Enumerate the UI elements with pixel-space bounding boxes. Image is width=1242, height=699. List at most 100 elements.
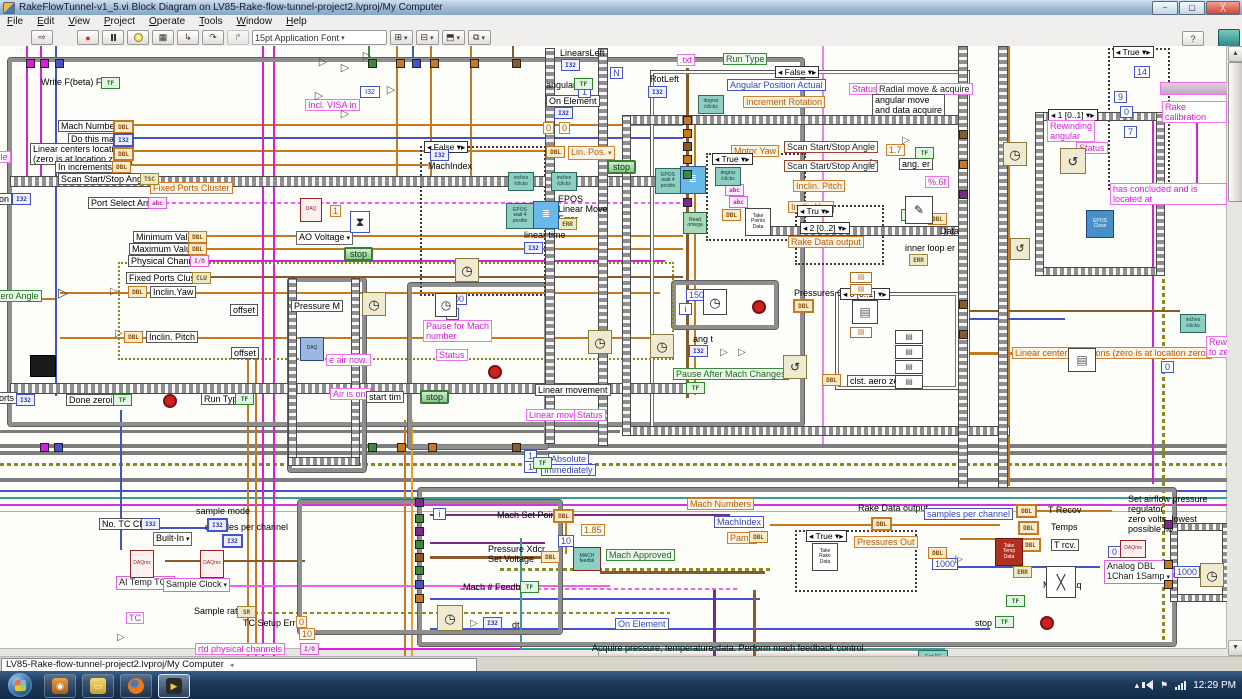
terminal-dbl[interactable]: DBL xyxy=(722,209,741,221)
daqmx-node[interactable]: DAQ xyxy=(300,198,322,222)
menu-file[interactable]: File xyxy=(7,16,24,27)
terminal-dbl[interactable]: DBL xyxy=(928,547,947,559)
label-gbtn[interactable]: stop xyxy=(344,247,374,261)
scroll-down-button[interactable]: ▼ xyxy=(1228,640,1242,656)
daqmx-node[interactable]: DAQmx xyxy=(130,550,154,578)
bundle-node[interactable]: ▤ xyxy=(895,345,923,359)
start-button[interactable] xyxy=(8,673,32,697)
label-bc[interactable]: i xyxy=(433,508,446,520)
label-pk[interactable]: TC xyxy=(126,612,144,624)
loop-border[interactable] xyxy=(351,278,360,466)
terminal-dbl[interactable]: DBL xyxy=(793,299,814,313)
operator-node[interactable]: ▷ xyxy=(386,84,396,96)
daq-assistant-node[interactable]: DAQ xyxy=(300,337,324,361)
loop-border[interactable] xyxy=(288,457,360,466)
taskbar-app-firefox[interactable] xyxy=(120,674,152,698)
terminal-dbl[interactable]: DBL xyxy=(188,243,207,255)
label-oc[interactable]: 1 xyxy=(330,205,342,217)
label-pl[interactable]: Inclin.Yaw xyxy=(150,286,197,298)
terminal-dbl[interactable]: DBL xyxy=(188,231,207,243)
terminal-i32[interactable]: I32 xyxy=(113,133,134,147)
label-fr[interactable]: TC Setup Error xyxy=(243,618,304,628)
loop-border[interactable] xyxy=(998,46,1008,488)
distribute-objects-button[interactable]: ⊟ xyxy=(416,30,439,45)
terminal-tf[interactable]: TF xyxy=(101,77,120,89)
operator-node[interactable]: ▷ xyxy=(115,329,123,339)
label-ddp[interactable]: Analog DBL 1Chan 1Samp xyxy=(1104,560,1174,584)
rewind-node[interactable]: ↺ xyxy=(1010,238,1030,260)
action-center-flag-icon[interactable]: ⚑ xyxy=(1160,679,1169,690)
terminal-tf[interactable]: TF xyxy=(915,147,934,159)
label-case[interactable]: ◂ True ▾▸ xyxy=(712,153,753,165)
loop-border[interactable] xyxy=(598,48,608,446)
maximize-button[interactable]: ▢ xyxy=(1179,1,1205,15)
format-string-node[interactable]: ✎ xyxy=(905,196,933,224)
label-pk[interactable]: Rake calibration xyxy=(1162,101,1227,123)
terminal-dbl[interactable]: DBL xyxy=(822,374,841,386)
label-pl[interactable]: Done zeroing xyxy=(66,394,126,406)
step-into-button[interactable]: ↳ xyxy=(177,30,199,45)
terminal-i/o[interactable]: I/O xyxy=(190,255,209,267)
step-out-button[interactable]: ↱ xyxy=(227,30,249,45)
label-fr[interactable]: Rake Data output xyxy=(858,503,929,513)
close-button[interactable]: ╳ xyxy=(1206,1,1240,15)
network-icon[interactable] xyxy=(1175,680,1187,690)
label-case[interactable]: ◂ 2 [0..2] ▾▸ xyxy=(800,222,850,234)
operator-node[interactable]: ▷ xyxy=(340,62,350,74)
take-points-data-node[interactable]: Take Points Data xyxy=(745,208,771,236)
terminal-i32[interactable]: I32 xyxy=(689,345,708,357)
label-fr[interactable]: Pressure Xdcr. Set Voltage xyxy=(488,544,548,564)
label-fr[interactable]: Acquire pressure, temperature data. Perf… xyxy=(592,643,867,653)
terminal-dbl[interactable]: DBL xyxy=(124,331,143,343)
menu-edit[interactable]: Edit xyxy=(37,16,55,27)
vertical-scrollbar[interactable]: ▲ ▼ xyxy=(1226,46,1242,656)
terminal-err[interactable]: ERR xyxy=(909,254,928,266)
watch-node[interactable]: ◷ xyxy=(1200,563,1224,587)
terminal-i32[interactable]: I32 xyxy=(554,107,573,119)
taskbar-clock[interactable]: 12:29 PM xyxy=(1193,679,1236,691)
terminal-i32[interactable]: I32 xyxy=(430,149,449,161)
label-fr[interactable]: angular xyxy=(546,80,577,90)
terminal-tf[interactable]: TF xyxy=(520,581,539,593)
label-pl[interactable]: On Element xyxy=(546,95,600,107)
label-pk[interactable]: Status xyxy=(574,409,606,421)
loop-border[interactable] xyxy=(1035,267,1165,276)
label-case[interactable]: ◂ False ▾▸ xyxy=(775,66,820,78)
structure-olive[interactable] xyxy=(118,262,674,360)
terminal-dbl[interactable]: DBL xyxy=(871,517,892,531)
label-bc[interactable]: 7 xyxy=(1124,126,1137,138)
structure-dot[interactable] xyxy=(795,530,917,592)
terminal-abc[interactable]: abc xyxy=(729,196,748,208)
operator-node[interactable]: ▷ xyxy=(470,619,478,629)
label-fr[interactable]: Sample rate xyxy=(194,606,243,616)
scroll-up-button[interactable]: ▲ xyxy=(1228,46,1242,62)
operator-node[interactable]: ▷ xyxy=(902,136,910,146)
loop-border[interactable] xyxy=(765,226,967,236)
unbundle-node[interactable]: ▤ xyxy=(850,284,872,295)
epos-wait-node[interactable]: EPOS wait 4 positio xyxy=(506,203,534,229)
loop-border[interactable] xyxy=(622,426,1010,436)
label-bc[interactable]: 0 xyxy=(1120,106,1133,118)
label-fr[interactable]: Mach # Feedback xyxy=(463,582,535,592)
zero-icon-node[interactable] xyxy=(30,355,56,377)
terminal-dbl[interactable]: DBL xyxy=(128,286,147,298)
hourglass-node[interactable]: ⧗ xyxy=(350,211,370,233)
operator-node[interactable]: ▷ xyxy=(117,633,125,643)
label-gbox[interactable]: Pause After Mach Changes xyxy=(673,368,789,380)
inches-clicks-node[interactable]: inches /clicks xyxy=(508,172,534,191)
label-pk[interactable]: has concluded and is located at xyxy=(1110,183,1227,205)
terminal-dbl[interactable]: DBL xyxy=(113,147,134,161)
label-pk[interactable]: %.6f xyxy=(925,176,950,188)
wait-clock-node[interactable]: ◷ xyxy=(588,330,612,354)
label-bc[interactable]: N xyxy=(610,67,623,79)
inches-clicks-node[interactable]: inches /clicks xyxy=(1180,314,1206,333)
label-ob[interactable]: Pressures Out xyxy=(854,536,918,548)
wait-clock-node[interactable]: ◷ xyxy=(650,334,674,358)
label-fr[interactable]: Temps xyxy=(1051,522,1078,532)
label-dd[interactable]: AO Voltage xyxy=(296,231,354,245)
terminal-i32[interactable]: I32 xyxy=(16,394,35,406)
label-fr[interactable]: RotLeft xyxy=(650,74,680,84)
daqmx-node[interactable]: DAQmx xyxy=(200,550,224,578)
label-gbtn[interactable]: stop xyxy=(420,390,450,404)
terminal-dbl[interactable]: DBL xyxy=(1018,521,1039,535)
